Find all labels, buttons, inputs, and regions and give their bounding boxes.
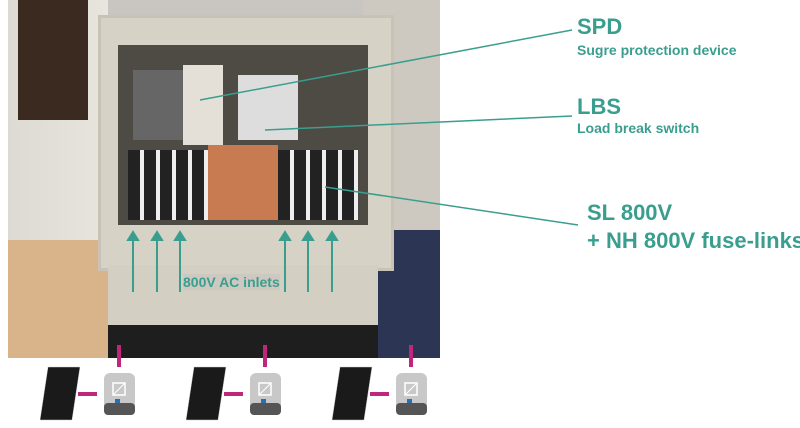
busbar <box>208 145 278 220</box>
lbs-subtitle: Load break switch <box>577 120 700 136</box>
inlet-arrows <box>126 230 339 292</box>
arrow-icon <box>150 230 164 292</box>
pv-unit <box>39 345 135 421</box>
pv-unit <box>185 345 281 421</box>
pv-units <box>39 345 427 421</box>
solar-panel-icon <box>39 366 81 421</box>
solar-panel-icon <box>185 366 227 421</box>
sl-leader-line <box>324 186 579 226</box>
sl-line1: SL 800V <box>587 200 673 225</box>
fuse-bank-left <box>128 150 208 220</box>
spd-title: SPD <box>577 14 623 39</box>
floor-wood <box>8 240 108 358</box>
inverter-icon <box>104 373 135 415</box>
inlets-label: 800V AC inlets <box>183 274 280 290</box>
arrow-icon <box>301 230 315 292</box>
cabinet-photo <box>8 0 440 358</box>
lbs-leader-line <box>264 115 573 131</box>
inverter-icon <box>396 373 427 415</box>
spd-device <box>183 65 223 145</box>
arrow-icon <box>126 230 140 292</box>
arrow-icon <box>173 230 187 292</box>
cabinet-plinth <box>108 325 378 358</box>
spd-subtitle: Sugre protection device <box>577 42 737 58</box>
dark-panel <box>18 0 88 120</box>
arrow-icon <box>278 230 292 292</box>
arrow-icon <box>325 230 339 292</box>
sl-line2: + NH 800V fuse-links <box>587 228 800 253</box>
pv-unit <box>331 345 427 421</box>
lbs-title: LBS <box>577 94 621 119</box>
fuse-bank-right <box>278 150 358 220</box>
solar-panel-icon <box>331 366 373 421</box>
inverter-icon <box>250 373 281 415</box>
spd-leader-line <box>199 29 573 101</box>
